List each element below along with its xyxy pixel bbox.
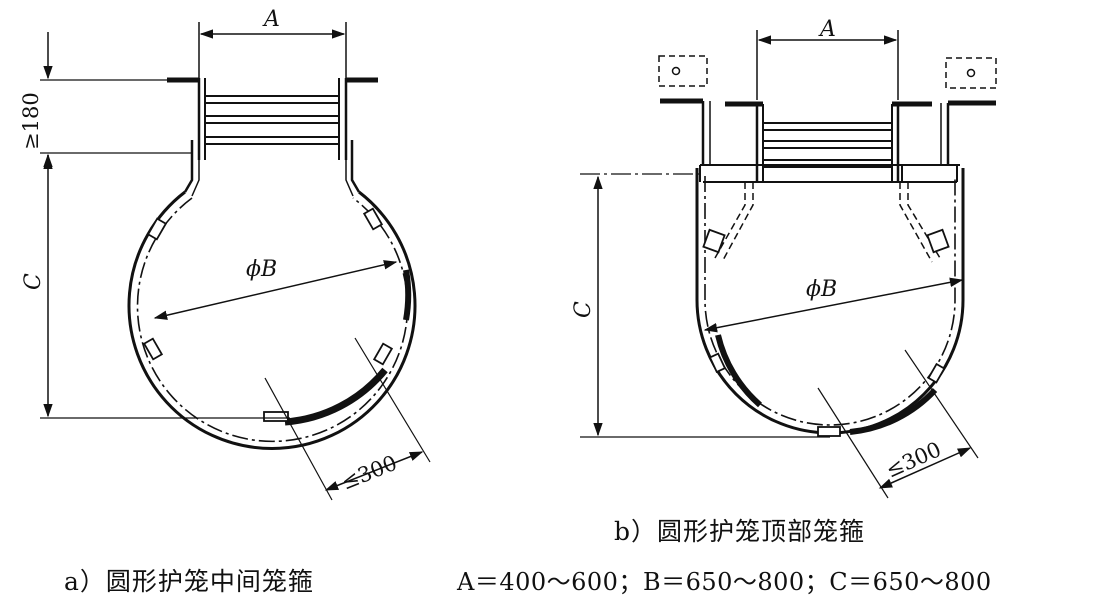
dim-line-diameter-b — [153, 260, 398, 320]
strap-right-inner — [345, 140, 354, 197]
hoop-reinforce — [284, 367, 388, 426]
label-b-width: A — [818, 17, 836, 42]
ext-line-b-arc-right — [904, 349, 979, 459]
dim-line-b-diameter — [703, 277, 964, 333]
dim-line-arc-300 — [324, 451, 424, 491]
dim-line-b-arc-300 — [878, 447, 972, 489]
hoop-clips — [142, 207, 394, 422]
label-a-width: A — [262, 7, 280, 32]
hoop-b-reinforce-left — [715, 334, 762, 408]
formula-text: A＝400～600；B＝650～800；C＝650～800 — [456, 568, 992, 596]
hoop-b-inner — [704, 176, 956, 426]
ext-line-arc-right — [354, 337, 431, 463]
hoop-b-clips — [702, 228, 950, 437]
ext-line-b-arc-left — [817, 387, 889, 499]
label-a-top-gap: ≥180 — [19, 92, 43, 150]
diagram-b — [580, 30, 997, 499]
ext-line-arc-left — [264, 377, 333, 501]
strap-left-inner — [191, 140, 200, 197]
arm-dashed-left — [714, 182, 746, 259]
label-b-arc: ≤300 — [882, 437, 944, 482]
bracket-hidden-left — [658, 55, 708, 87]
caption-b: b）圆形护笼顶部笼箍 — [614, 517, 865, 546]
label-a-arc: ≤300 — [338, 451, 400, 495]
caption-a: a）圆形护笼中间笼箍 — [64, 567, 314, 596]
ladder-rungs — [205, 95, 339, 145]
hoop-outer — [127, 190, 417, 450]
label-b-diameter: ϕB — [806, 277, 837, 302]
arm-dashed-right — [907, 182, 941, 259]
bracket-hidden-right — [945, 57, 997, 89]
label-a-diameter: ϕB — [246, 257, 277, 282]
label-a-height: C — [21, 273, 46, 290]
hoop-reinforce-right — [403, 269, 412, 321]
diagram-a — [40, 22, 431, 501]
ladder-rungs-b — [763, 122, 892, 168]
label-b-height: C — [571, 301, 596, 318]
strap-left — [183, 140, 194, 193]
hoop-b-reinforce — [849, 387, 938, 435]
hoop-inner — [136, 197, 409, 443]
strap-right — [350, 140, 361, 193]
